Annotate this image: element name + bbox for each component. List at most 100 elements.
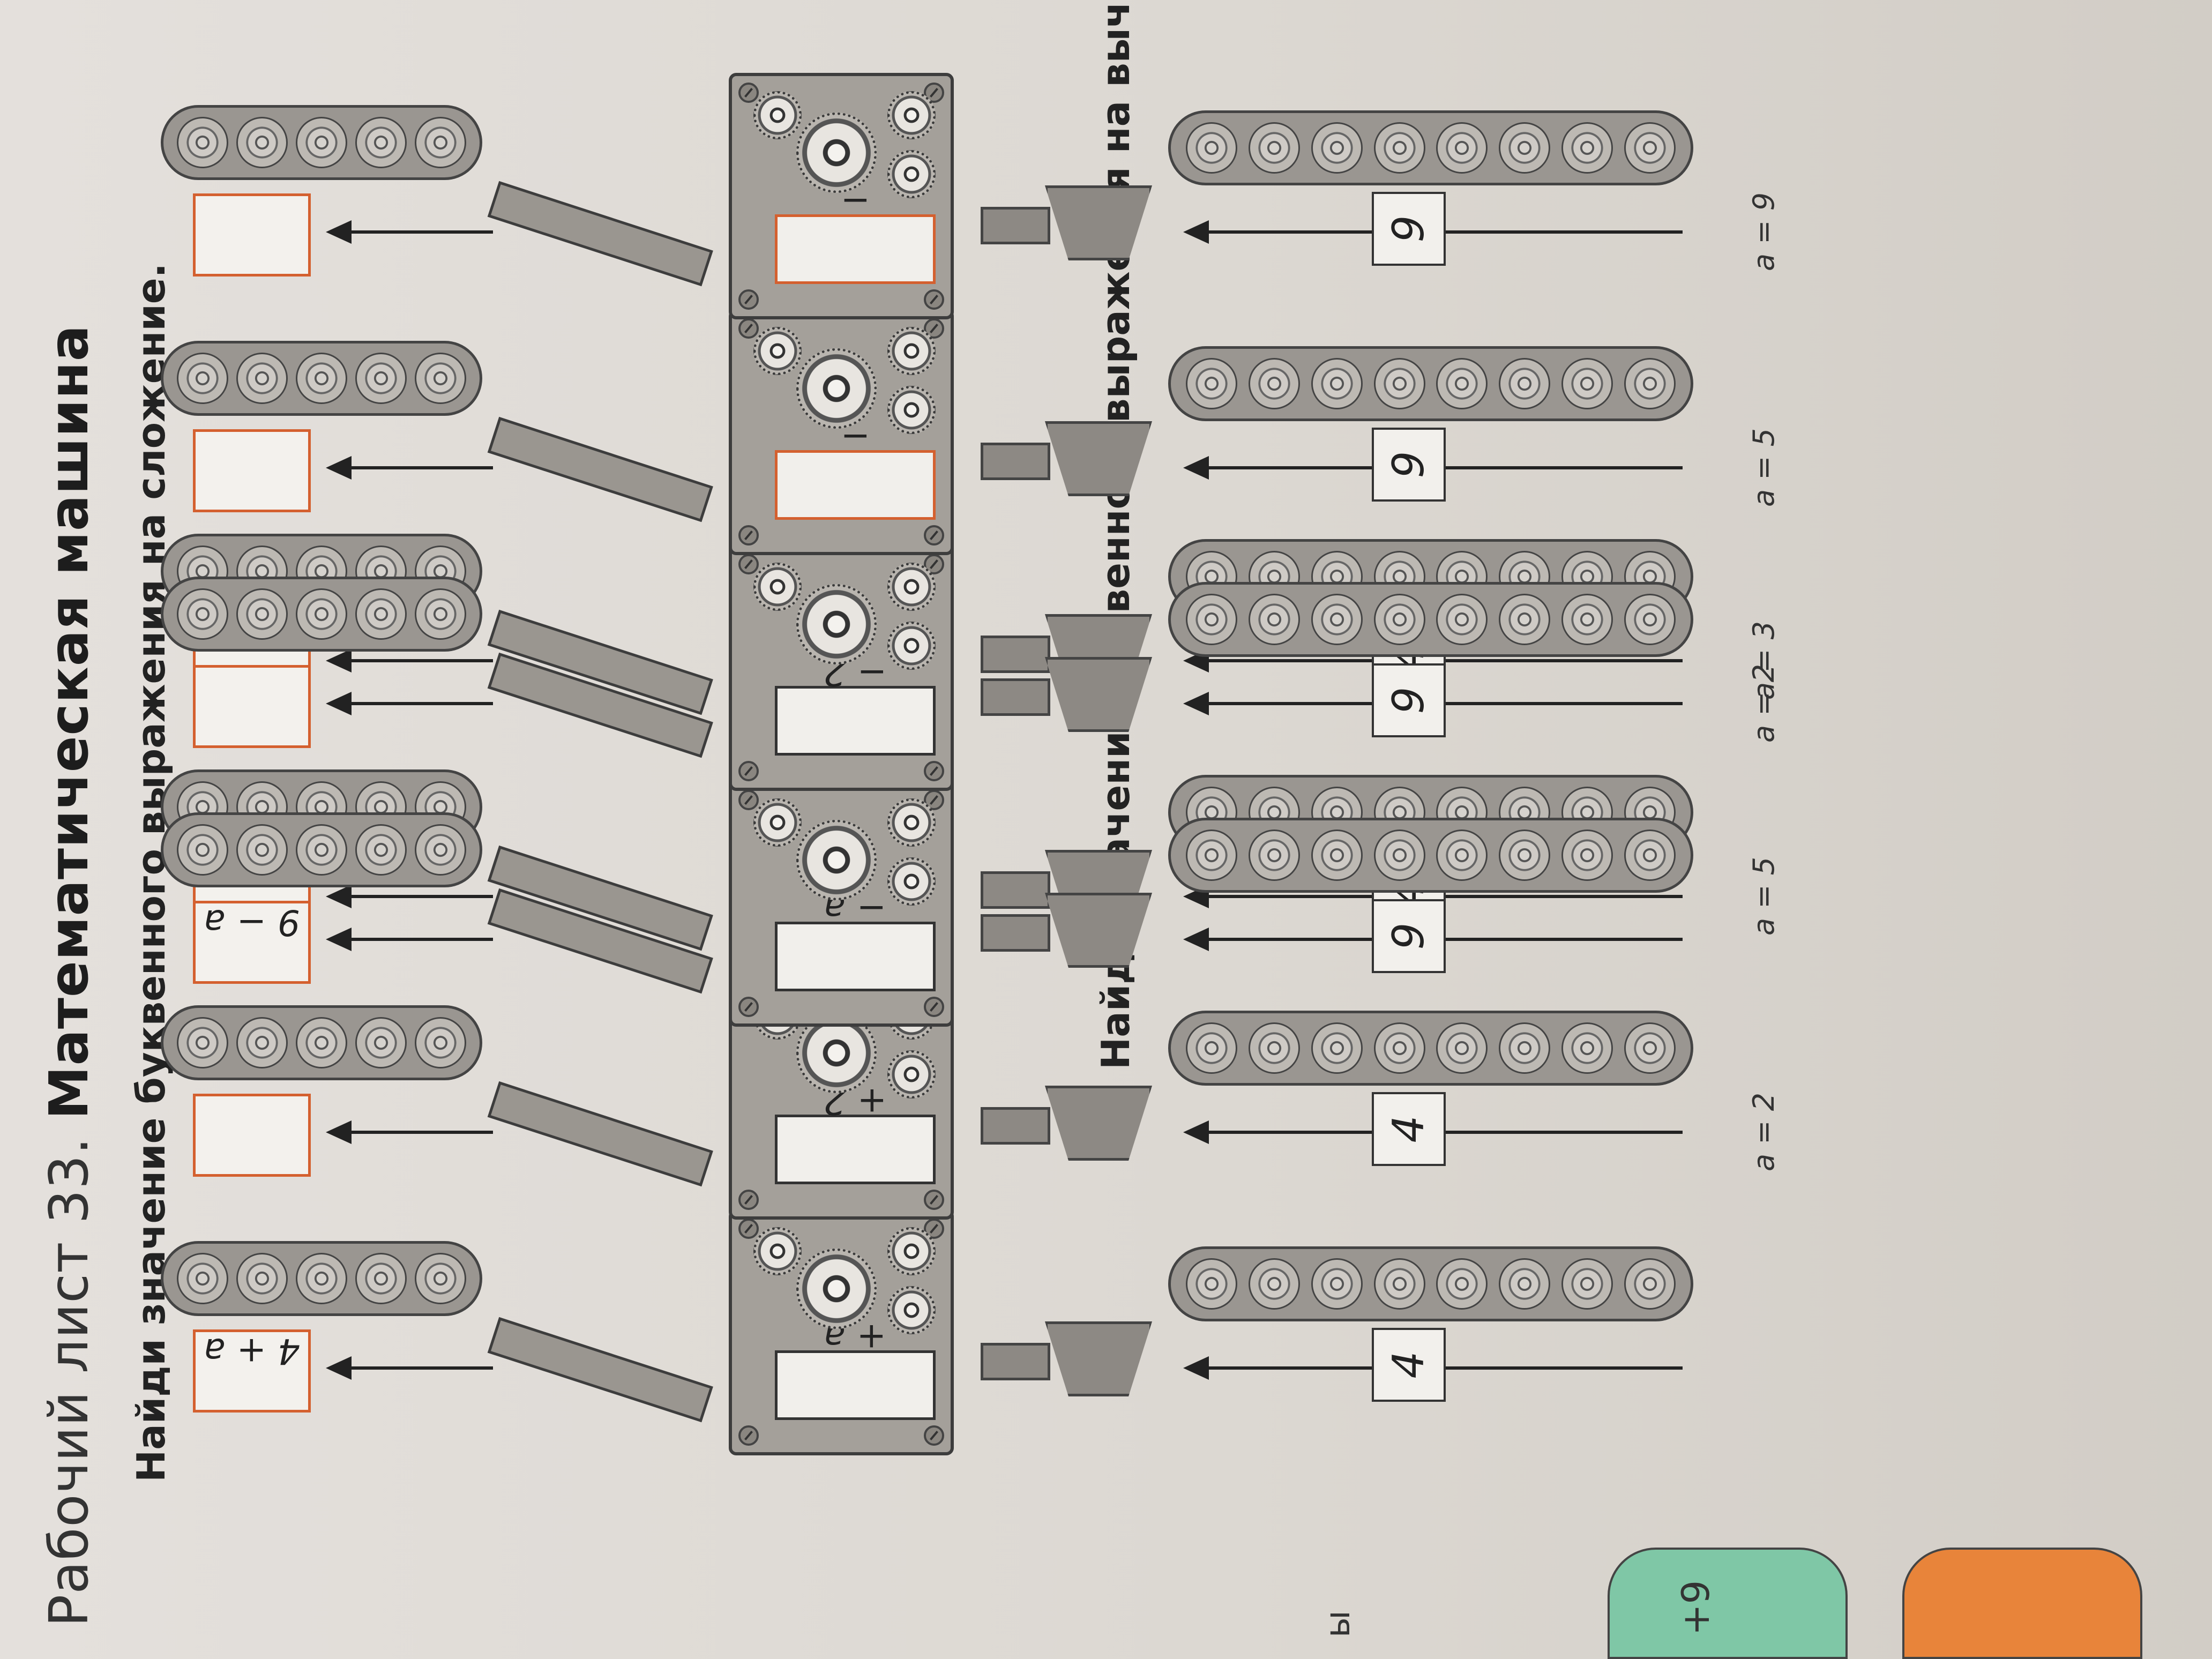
belt-roller <box>355 824 407 876</box>
gear-small <box>753 798 802 847</box>
input-conveyor-belt <box>1168 818 1693 893</box>
input-number-box: 4 <box>1372 1328 1446 1402</box>
operation-panel: − 2 <box>775 652 936 756</box>
input-conveyor-belt <box>1168 1246 1693 1321</box>
belt-roller <box>1499 829 1551 881</box>
belt-roller <box>1436 829 1488 881</box>
belt-roller <box>1249 829 1301 881</box>
belt-roller <box>1373 1022 1425 1074</box>
input-number-box: 9 <box>1372 428 1446 502</box>
belt-roller <box>1624 594 1676 645</box>
machine-screw <box>924 525 944 545</box>
gear-large <box>796 584 877 664</box>
gear-large <box>796 348 877 429</box>
machine-screw <box>924 997 944 1017</box>
input-number-box: 9 <box>1372 899 1446 973</box>
belt-roller <box>1186 122 1238 174</box>
belt-roller <box>355 588 407 640</box>
belt-roller <box>1249 1022 1301 1074</box>
belt-roller <box>1249 358 1301 409</box>
belt-roller <box>1373 358 1425 409</box>
machine-body: − <box>729 73 954 319</box>
belt-roller <box>1249 594 1301 645</box>
result-box: 4 + a <box>193 1329 311 1413</box>
belt-roller <box>1311 594 1363 645</box>
gear-large <box>796 1249 877 1329</box>
belt-roller <box>1373 122 1425 174</box>
machine-screw <box>738 1190 759 1210</box>
operation-panel: − a <box>775 888 936 991</box>
machine-screw <box>924 761 944 781</box>
belt-roller <box>1499 594 1551 645</box>
output-conveyor-belt <box>161 105 482 180</box>
output-conveyor-belt <box>161 577 482 652</box>
variable-label: a = 5 <box>1747 428 1781 507</box>
gear-small <box>887 1227 936 1275</box>
output-conveyor-belt <box>161 1241 482 1316</box>
belt-roller <box>1624 829 1676 881</box>
input-number-box: 4 <box>1372 1092 1446 1166</box>
variable-label: a = 2 <box>1747 1092 1781 1171</box>
machine-funnel <box>1045 657 1152 732</box>
machine-screw <box>924 1425 944 1446</box>
output-line <box>343 938 493 941</box>
belt-roller <box>295 117 347 168</box>
belt-roller <box>1373 829 1425 881</box>
gear-small <box>753 327 802 375</box>
machine-screw <box>738 1425 759 1446</box>
belt-roller <box>1249 1258 1301 1310</box>
arrow-head <box>326 692 352 715</box>
belt-roller <box>1373 1258 1425 1310</box>
side-label: ы <box>1318 1610 1358 1638</box>
machine-lever <box>487 416 713 522</box>
belt-roller <box>177 824 229 876</box>
side-tab-green: +9 <box>1608 1548 1848 1659</box>
belt-roller <box>1499 122 1551 174</box>
machine-screw <box>738 318 759 339</box>
machine-screw <box>738 554 759 574</box>
machine-funnel <box>1045 185 1152 260</box>
arrow-head <box>326 220 352 244</box>
subtraction-row-4: a = 9 9 − <box>0 73 2212 319</box>
input-conveyor-belt <box>1168 582 1693 657</box>
machine-neck <box>981 678 1050 716</box>
machine-neck <box>981 914 1050 952</box>
belt-roller <box>355 1253 407 1304</box>
belt-roller <box>414 1253 466 1304</box>
machine-lever <box>487 888 713 994</box>
gear-small <box>887 1050 936 1098</box>
machine-screw <box>738 761 759 781</box>
side-tab-orange <box>1902 1548 2142 1659</box>
belt-roller <box>1373 594 1425 645</box>
machine-body: − a <box>729 780 954 1027</box>
machine-screw <box>738 83 759 103</box>
gear-small <box>753 563 802 611</box>
gear-small <box>887 798 936 847</box>
input-number-box: 9 <box>1372 192 1446 266</box>
belt-roller <box>1186 1258 1238 1310</box>
belt-roller <box>414 353 466 404</box>
machine-body: − 2 <box>729 544 954 791</box>
belt-roller <box>295 1253 347 1304</box>
output-conveyor-belt <box>161 812 482 887</box>
belt-roller <box>1561 594 1613 645</box>
variable-label: a = 9 <box>1747 192 1781 271</box>
machine-screw <box>738 525 759 545</box>
machine-neck <box>981 1107 1050 1145</box>
machine-body: − <box>729 309 954 555</box>
belt-roller <box>1186 1022 1238 1074</box>
output-line <box>343 230 493 234</box>
belt-roller <box>1311 1022 1363 1074</box>
belt-roller <box>355 353 407 404</box>
gear-small <box>887 563 936 611</box>
belt-roller <box>295 824 347 876</box>
gear-small <box>887 327 936 375</box>
belt-roller <box>1436 122 1488 174</box>
gear-small <box>753 1227 802 1275</box>
result-box <box>193 1094 311 1177</box>
variable-label: a = 2 <box>1747 663 1781 743</box>
machine-screw <box>924 289 944 310</box>
arrow-head <box>326 1120 352 1144</box>
